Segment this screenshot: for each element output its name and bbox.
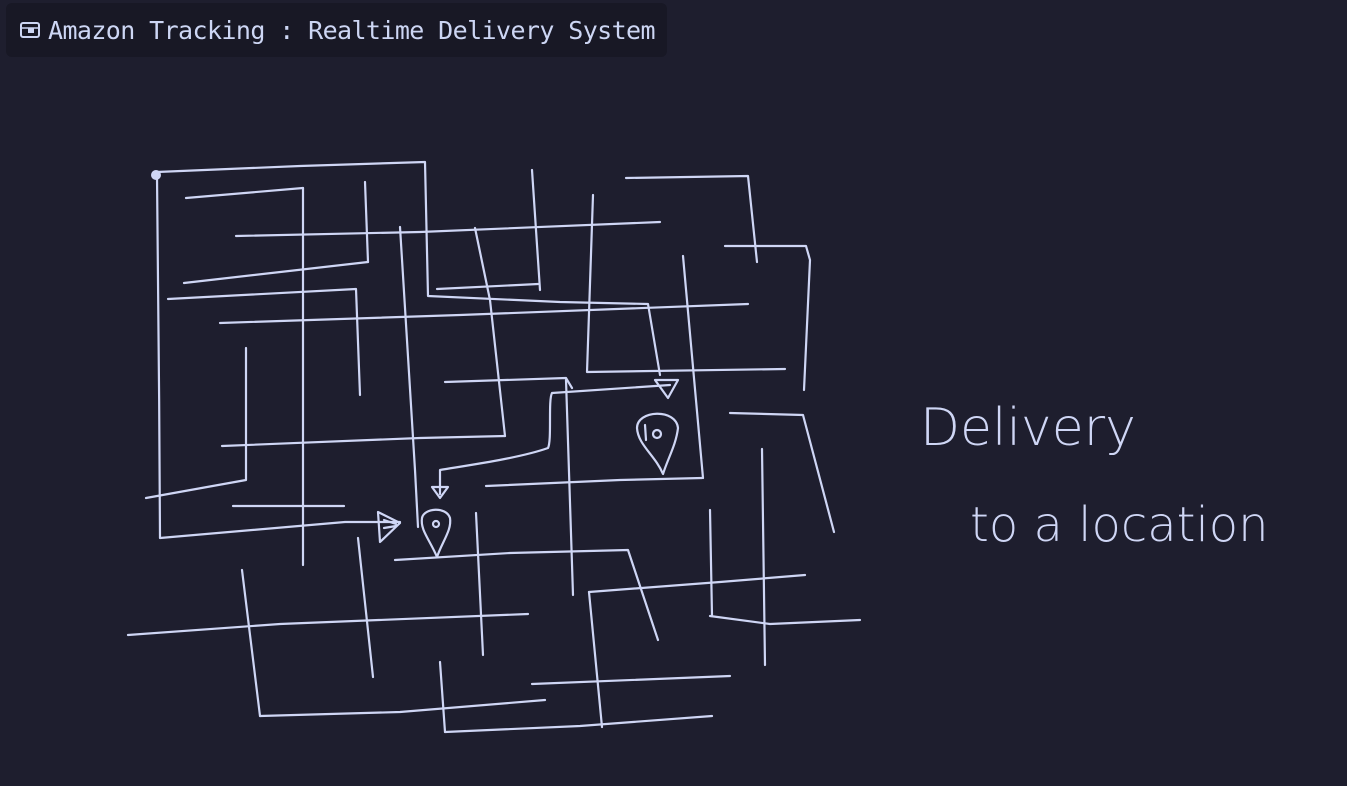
location-pin-icon [635, 412, 680, 476]
street-map-sketch [126, 160, 862, 734]
window-title: Amazon Tracking : Realtime Delivery Syst… [48, 15, 656, 45]
window-title-bar: Amazon Tracking : Realtime Delivery Syst… [6, 3, 667, 57]
start-point-dot [151, 170, 161, 180]
note-delivery: Delivery [920, 398, 1136, 458]
notebook-icon [19, 19, 41, 41]
location-pin-icon [420, 508, 452, 559]
note-to-a-location: to a location [970, 497, 1269, 553]
